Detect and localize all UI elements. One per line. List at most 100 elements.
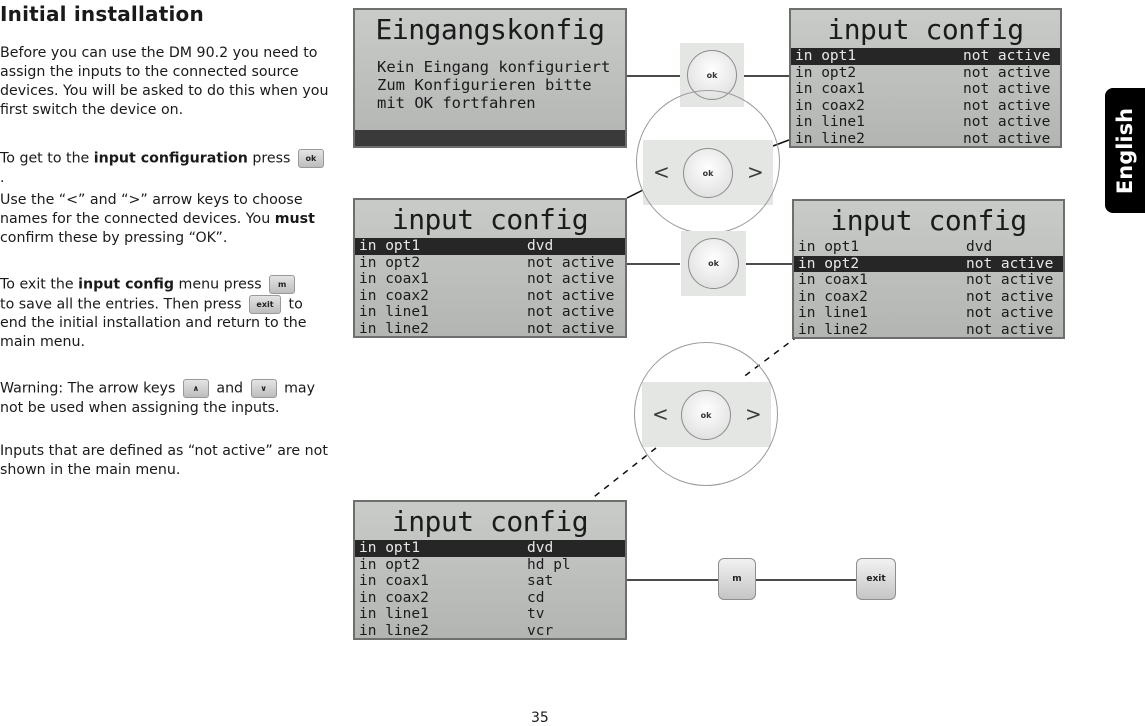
left-arrow-button[interactable]: <: [653, 160, 670, 184]
text-fragment: .: [0, 169, 5, 186]
exit-key-icon: exit: [249, 294, 281, 314]
row-input: in coax1: [795, 81, 865, 97]
row-value: vcr: [527, 622, 554, 639]
text-fragment: To exit the: [0, 276, 79, 293]
lcd-row: in line2 vcr: [355, 622, 625, 639]
row-value: not active: [527, 320, 615, 337]
lcd-title: input config: [391, 505, 589, 538]
row-input: in coax2: [359, 589, 429, 606]
lcd-row: in coax2 cd: [355, 590, 625, 607]
lcd-message-line: Kein Eingang konfiguriert: [377, 58, 611, 76]
lcd-title: input config: [827, 13, 1024, 46]
row-value: not active: [966, 255, 1054, 272]
row-value: not active: [527, 287, 615, 304]
right-arrow-button[interactable]: >: [747, 160, 764, 184]
lcd-row-selected: in opt2 not active: [794, 255, 1063, 272]
row-input: in line1: [359, 606, 429, 622]
row-value: sat: [527, 573, 554, 589]
exit-button[interactable]: exit: [856, 558, 896, 600]
text-fragment: Warning: The arrow keys: [0, 380, 176, 397]
ok-button-panel: ok: [681, 231, 746, 296]
warning-paragraph: Warning: The arrow keys ∧ and ∨ may not …: [0, 379, 330, 418]
row-input: in opt2: [798, 255, 860, 272]
row-value: dvd: [966, 239, 993, 255]
row-value: not active: [527, 254, 615, 271]
m-button[interactable]: m: [718, 558, 756, 600]
row-input: in opt2: [359, 556, 421, 573]
exit-paragraph: To exit the input config menu press m to…: [0, 275, 330, 352]
lcd-message-line: mit OK fortfahren: [377, 94, 536, 112]
text-fragment: to end the initial installation and retu…: [0, 296, 307, 350]
lcd-title: input config: [830, 204, 1027, 237]
text-fragment: and: [216, 380, 244, 397]
row-value: hd pl: [527, 556, 571, 573]
row-input: in opt1: [359, 238, 421, 254]
lcd-row-selected: in opt1 dvd: [355, 238, 625, 255]
text-fragment: to save all the entries. Then press: [0, 296, 242, 312]
row-input: in line1: [359, 304, 429, 320]
text-fragment: Use the “<” and “>” arrow keys to choose…: [0, 192, 303, 227]
intro-paragraph: Before you can use the DM 90.2 you need …: [0, 45, 329, 118]
right-arrow-button[interactable]: >: [745, 402, 762, 426]
bold-term: must: [274, 211, 315, 227]
lcd-row: in coax1 not active: [355, 271, 625, 288]
text-fragment: menu press: [174, 276, 262, 293]
bold-term: input config: [78, 276, 175, 293]
row-value: not active: [963, 64, 1051, 81]
row-input: in line2: [359, 320, 429, 337]
row-input: in coax2: [359, 287, 429, 304]
lcd-title: Eingangskonfig: [375, 13, 605, 46]
row-value: not active: [527, 271, 615, 287]
ok-button[interactable]: ok: [681, 390, 731, 440]
nav-pad-panel: < > ok: [636, 90, 780, 234]
row-input: in coax1: [798, 272, 868, 288]
up-arrow-key-icon: ∧: [182, 379, 209, 398]
row-value: not active: [966, 272, 1054, 288]
ok-button[interactable]: ok: [688, 238, 739, 289]
row-input: in coax2: [795, 97, 865, 114]
row-value: not active: [963, 48, 1051, 64]
text-fragment: confirm these by pressing “OK”.: [0, 230, 228, 246]
down-arrow-key-icon: ∨: [250, 379, 277, 398]
arrow-keys-paragraph: Use the “<” and “>” arrow keys to choose…: [0, 191, 330, 248]
row-value: not active: [966, 305, 1054, 321]
row-value: not active: [963, 81, 1051, 97]
row-value: dvd: [527, 238, 554, 254]
text-fragment: To get to the: [0, 150, 94, 167]
row-input: in opt2: [359, 254, 421, 271]
lcd-screen-eingangskonfig: Eingangskonfig Kein Eingang konfiguriert…: [353, 8, 627, 148]
language-tab-label: English: [1113, 107, 1137, 194]
row-value: not active: [527, 304, 615, 320]
row-input: in coax1: [359, 271, 429, 287]
text-fragment: press: [247, 150, 291, 167]
nav-ring: [634, 342, 778, 486]
lcd-row: in line2 not active: [355, 320, 625, 337]
ok-button[interactable]: ok: [683, 148, 733, 198]
lcd-row: in opt2 not active: [355, 255, 625, 272]
row-value: cd: [527, 589, 545, 606]
lcd-status-bar: [355, 130, 625, 146]
row-value: dvd: [527, 540, 554, 556]
language-tab: English: [1105, 88, 1145, 213]
row-input: in line1: [795, 114, 865, 130]
row-input: in line2: [359, 622, 429, 639]
lcd-row: in coax2 not active: [355, 288, 625, 305]
row-value: not active: [963, 97, 1051, 114]
page-title: Initial installation: [0, 2, 204, 26]
page-number: 35: [531, 710, 549, 726]
ok-key-icon: ok: [297, 149, 324, 168]
left-arrow-button[interactable]: <: [652, 402, 669, 426]
